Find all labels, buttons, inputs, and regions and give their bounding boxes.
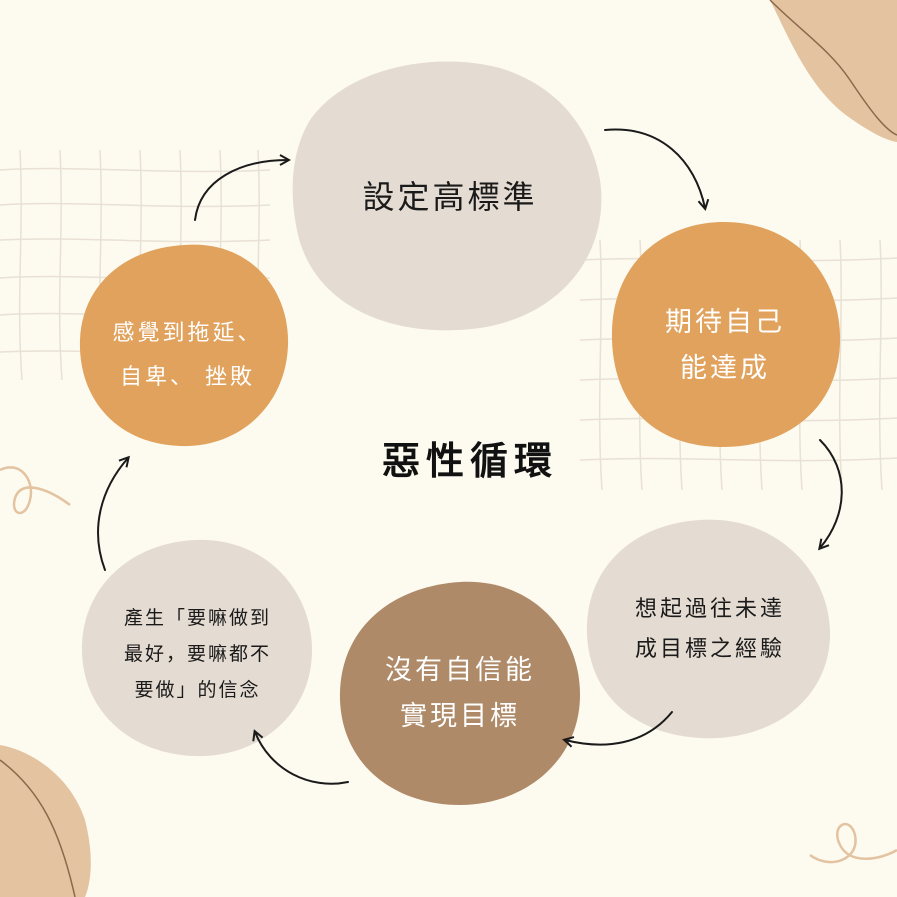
arrow-confidence-to-belief [255,732,349,785]
node-label-no-confidence: 沒有自信能 實現目標 [345,648,575,740]
corner-blob-bottom-left [0,745,91,897]
node-label-line: 要做」的信念 [134,679,261,701]
node-label-line: 實現目標 [400,701,520,732]
node-blob-procrastination-feelings [79,244,289,447]
node-blob-all-or-nothing-belief [81,539,312,757]
node-label-line: 沒有自信能 [385,655,535,686]
node-label-set-high-standard: 設定高標準 [320,172,580,218]
node-label-line: 能達成 [680,353,770,384]
node-label-line: 設定高標準 [362,178,538,216]
arrow-set-to-expect [604,128,705,208]
arrow-recall-to-confidence [565,711,673,745]
arrow-belief-to-feelings [97,458,128,571]
node-label-line: 自卑、 挫敗 [120,365,255,390]
node-blob-no-confidence [339,581,580,805]
node-label-procrastination-feelings: 感覺到拖延、 自卑、 挫敗 [90,312,285,400]
node-label-line: 成目標之經驗 [634,637,785,662]
node-blob-expect-achieve [611,221,841,448]
node-label-line: 最好，要嘛都不 [123,643,271,665]
arrow-expect-to-recall [820,439,843,548]
squiggle-bottom-right [809,823,897,864]
node-label-line: 想起過往未達 [634,597,785,622]
node-label-line: 感覺到拖延、 [112,321,263,346]
node-label-line: 產生「要嘛做到 [123,607,271,629]
node-label-all-or-nothing-belief: 產生「要嘛做到 最好，要嘛都不 要做」的信念 [90,600,305,708]
node-blob-set-high-standard [292,61,602,331]
corner-blob-top-right [770,0,897,142]
node-label-line: 期待自己 [665,307,785,338]
node-label-expect-achieve: 期待自己 能達成 [620,300,830,392]
diagram-title: 惡性循環 [381,439,558,483]
node-blob-recall-failures [586,519,831,739]
node-label-recall-failures: 想起過往未達 成目標之經驗 [590,590,830,670]
arrow-feelings-to-set [194,160,288,221]
squiggle-left [0,466,71,515]
